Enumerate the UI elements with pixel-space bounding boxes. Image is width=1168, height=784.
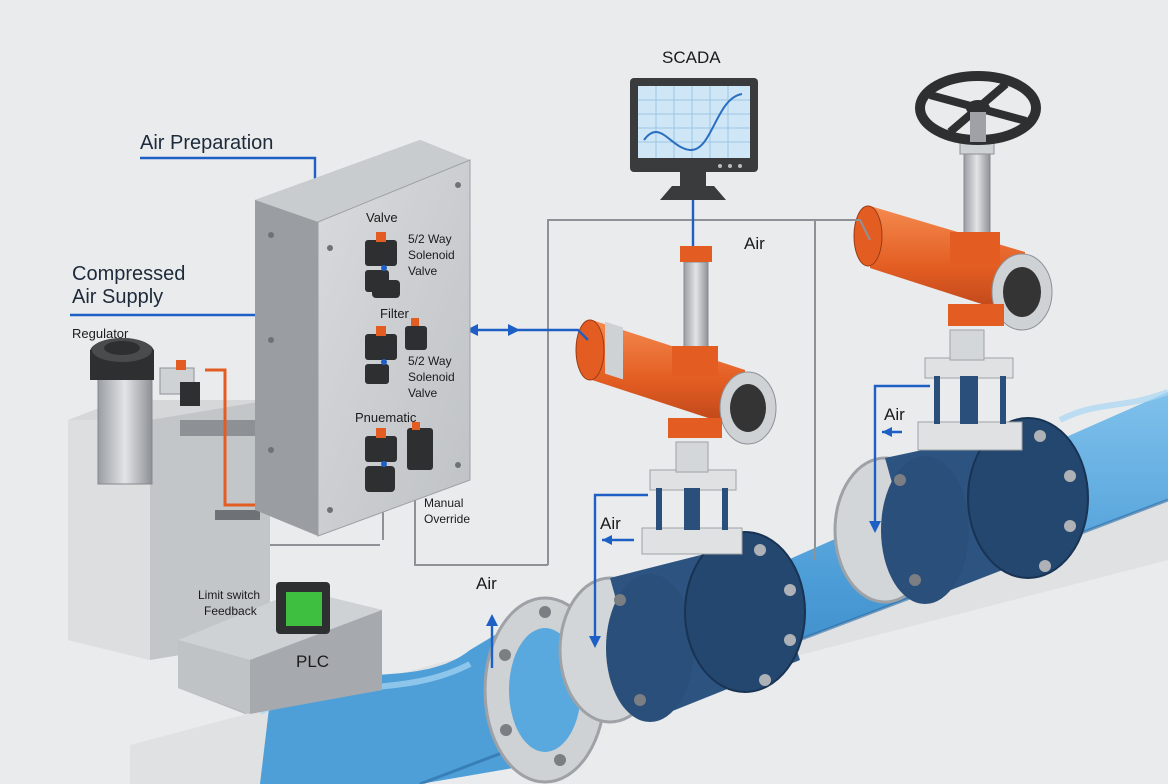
- valve-body-2: [833, 329, 1089, 604]
- compressor-unit: [68, 338, 270, 660]
- label-plc: PLC: [296, 652, 330, 671]
- label-air-valve-right: Air: [884, 405, 905, 424]
- valve-body-1: [558, 441, 806, 724]
- label-solenoid-1-l3: Valve: [408, 264, 438, 278]
- label-solenoid-2-l2: Solenoid: [408, 370, 455, 384]
- label-feedback: Feedback: [204, 604, 257, 618]
- label-valve: Valve: [366, 210, 398, 225]
- actuator-1: [575, 246, 777, 445]
- label-scada: SCADA: [662, 48, 721, 67]
- solenoid-group-1: [365, 232, 400, 298]
- scada-monitor: [630, 78, 758, 200]
- label-compressed: Compressed: [72, 263, 186, 285]
- label-limit-switch: Limit switch: [198, 588, 261, 602]
- label-pnuematic: Pnuematic: [355, 410, 417, 425]
- label-solenoid-2-l3: Valve: [408, 386, 438, 400]
- label-manual: Manual: [424, 496, 464, 510]
- label-override: Override: [424, 512, 471, 526]
- label-air-bottom: Air: [476, 574, 497, 593]
- label-solenoid-2-l1: 5/2 Way: [408, 354, 452, 368]
- label-air-top: Air: [744, 234, 765, 253]
- control-cabinet: [255, 140, 471, 537]
- label-air-valve-left: Air: [600, 514, 621, 533]
- solenoid-group-2: [365, 318, 427, 384]
- solenoid-group-3: [365, 422, 433, 492]
- handwheel: [915, 71, 1041, 145]
- label-regulator: Regulator: [72, 326, 129, 341]
- label-solenoid-1-l2: Solenoid: [408, 248, 455, 262]
- label-air-preparation: Air Preparation: [140, 132, 274, 154]
- label-filter: Filter: [380, 306, 409, 321]
- actuator-2: [853, 137, 1053, 331]
- label-solenoid-1-l1: 5/2 Way: [408, 232, 452, 246]
- label-air-supply: Air Supply: [72, 286, 164, 308]
- plc-unit: [178, 582, 382, 714]
